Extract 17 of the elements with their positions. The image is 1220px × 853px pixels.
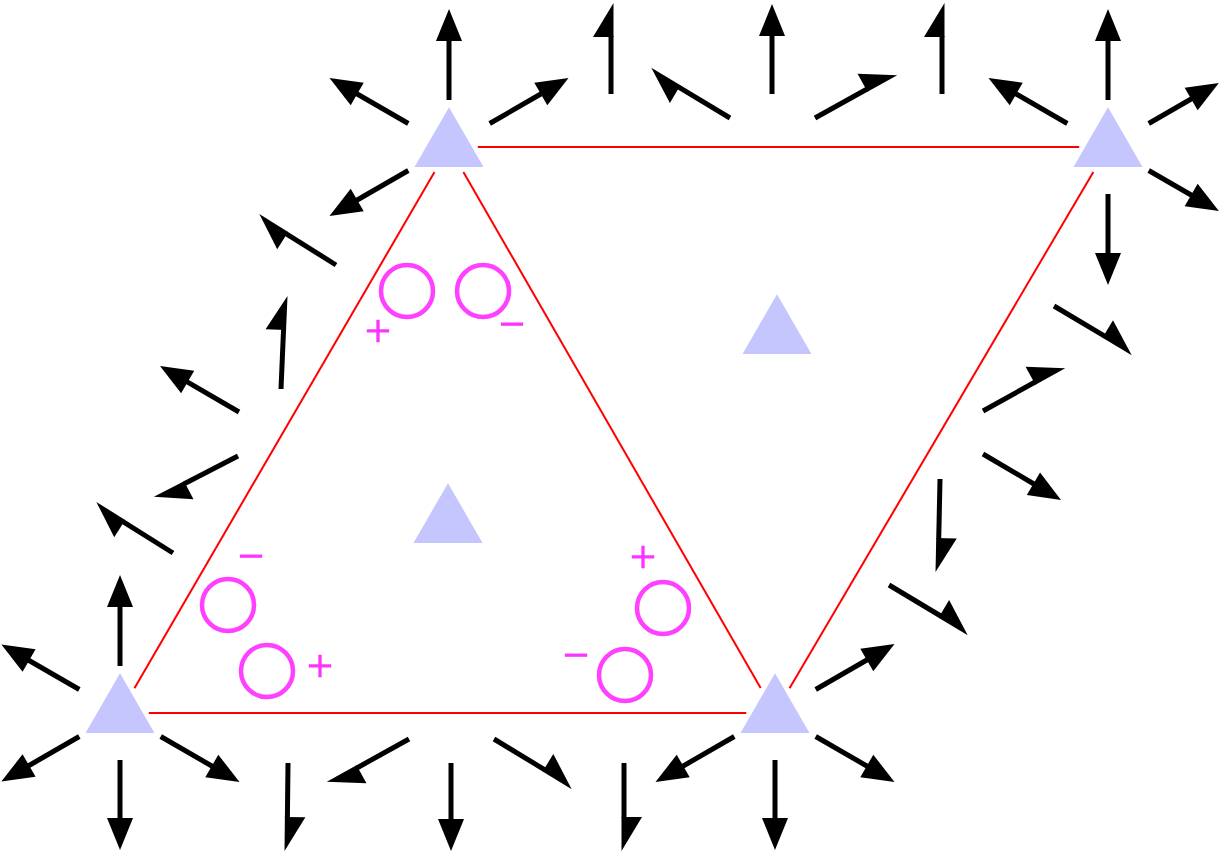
mesh-edge — [133, 170, 436, 690]
charge-sign: − — [239, 554, 263, 558]
charge-sign: − — [564, 653, 588, 657]
triangle-marker — [413, 483, 483, 543]
triangle-marker — [414, 107, 484, 167]
charge-sign: − — [500, 322, 524, 326]
triangle-marker — [740, 673, 810, 733]
mesh-edge — [462, 170, 762, 690]
mesh-edge — [476, 146, 1081, 148]
triangle-marker — [85, 673, 155, 733]
charge-sign: + — [366, 319, 390, 343]
triangle-marker — [1073, 107, 1143, 167]
charge-sign: + — [308, 654, 332, 678]
charge-sign: + — [631, 545, 655, 569]
triangle-marker — [742, 294, 812, 354]
mesh-edge — [147, 712, 748, 714]
mesh-edge — [788, 170, 1095, 690]
